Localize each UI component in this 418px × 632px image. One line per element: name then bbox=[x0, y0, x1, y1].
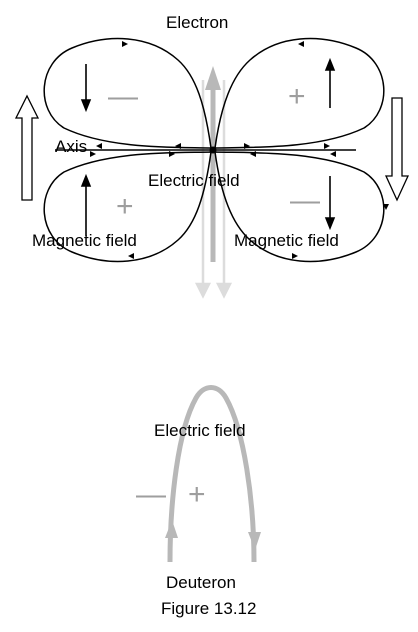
label-magnetic-field-right: Magnetic field bbox=[234, 231, 339, 250]
deuteron-arrow-left bbox=[165, 520, 178, 538]
figure-caption: Figure 13.12 bbox=[161, 599, 256, 618]
deuteron-field-loop bbox=[170, 388, 254, 563]
hollow-arrow-up bbox=[16, 96, 38, 200]
label-deuteron: Deuteron bbox=[166, 573, 236, 592]
sign-lower-right: — bbox=[290, 184, 320, 217]
label-electric-field-bottom: Electric field bbox=[154, 421, 246, 440]
electron-diagram: — + + — Electron Axis Electric field Mag… bbox=[16, 13, 408, 296]
sign-lower-left: + bbox=[116, 190, 134, 223]
sign-upper-right: + bbox=[288, 80, 306, 113]
deuteron-sign-left: — bbox=[136, 478, 166, 511]
label-magnetic-field-left: Magnetic field bbox=[32, 231, 137, 250]
label-electric-field-top: Electric field bbox=[148, 171, 240, 190]
deuteron-arrow-right bbox=[248, 532, 261, 550]
deuteron-sign-right: + bbox=[188, 478, 206, 511]
hollow-arrow-down bbox=[386, 98, 408, 200]
central-grey-arrow bbox=[205, 66, 221, 262]
label-axis: Axis bbox=[55, 137, 87, 156]
sign-upper-left: — bbox=[108, 80, 138, 113]
label-electron: Electron bbox=[166, 13, 228, 32]
deuteron-diagram: — + Electric field Deuteron bbox=[136, 388, 261, 593]
